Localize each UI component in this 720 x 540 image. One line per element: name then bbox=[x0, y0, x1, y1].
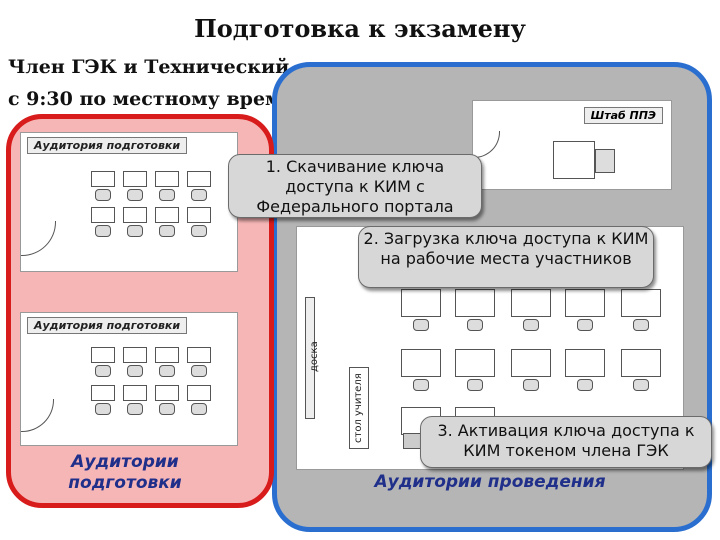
prep-room-2: Аудитория подготовки bbox=[20, 312, 238, 446]
door-icon bbox=[473, 131, 500, 158]
chair bbox=[467, 379, 483, 391]
desk bbox=[187, 207, 211, 223]
teacher-desk-label: стол учителя bbox=[353, 373, 364, 443]
hq-desk bbox=[553, 141, 595, 179]
chair bbox=[159, 365, 175, 377]
hq-room-label: Штаб ППЭ bbox=[583, 107, 663, 124]
chair bbox=[413, 319, 429, 331]
desk bbox=[187, 385, 211, 401]
chair bbox=[191, 365, 207, 377]
subtitle-line-2: с 9:30 по местному времени bbox=[8, 88, 322, 110]
chair bbox=[159, 225, 175, 237]
desk bbox=[187, 171, 211, 187]
chair bbox=[95, 189, 111, 201]
step-3-callout: 3. Активация ключа доступа к КИМ токеном… bbox=[420, 416, 712, 468]
chair bbox=[159, 189, 175, 201]
prep-panel-label: Аудитории подготовки bbox=[68, 452, 182, 493]
chair bbox=[127, 403, 143, 415]
chair bbox=[633, 319, 649, 331]
hq-room: Штаб ППЭ bbox=[472, 100, 672, 190]
page-title: Подготовка к экзамену bbox=[194, 14, 526, 43]
desk bbox=[155, 385, 179, 401]
chair bbox=[95, 365, 111, 377]
exam-desk bbox=[511, 289, 551, 317]
exam-desk bbox=[455, 349, 495, 377]
prep-room-label-1: Аудитория подготовки bbox=[27, 137, 188, 154]
chair bbox=[95, 225, 111, 237]
chair bbox=[577, 319, 593, 331]
desk bbox=[123, 171, 147, 187]
teacher-desk bbox=[349, 367, 369, 449]
desk bbox=[187, 347, 211, 363]
exam-desk bbox=[621, 349, 661, 377]
desk bbox=[123, 207, 147, 223]
chair bbox=[523, 319, 539, 331]
exam-desk bbox=[511, 349, 551, 377]
exam-desk bbox=[565, 289, 605, 317]
chair bbox=[413, 379, 429, 391]
chair bbox=[159, 403, 175, 415]
door-icon bbox=[21, 399, 54, 432]
chair bbox=[467, 319, 483, 331]
board-label: доска bbox=[309, 341, 320, 372]
exam-desk bbox=[455, 289, 495, 317]
desk bbox=[91, 207, 115, 223]
exam-desk bbox=[621, 289, 661, 317]
desk bbox=[91, 171, 115, 187]
exam-panel-label: Аудитории проведения bbox=[374, 472, 606, 492]
exam-desk bbox=[565, 349, 605, 377]
door-icon bbox=[21, 221, 56, 256]
desk bbox=[91, 347, 115, 363]
chair bbox=[95, 403, 111, 415]
chair bbox=[523, 379, 539, 391]
chair bbox=[127, 365, 143, 377]
chair bbox=[191, 403, 207, 415]
desk bbox=[123, 385, 147, 401]
exam-desk bbox=[401, 349, 441, 377]
chair bbox=[633, 379, 649, 391]
desk bbox=[91, 385, 115, 401]
board-shape bbox=[305, 297, 315, 419]
chair bbox=[127, 225, 143, 237]
step-1-callout: 1. Скачивание ключа доступа к КИМ с Феде… bbox=[228, 154, 482, 218]
desk bbox=[123, 347, 147, 363]
computer-icon bbox=[595, 149, 615, 173]
chair bbox=[191, 225, 207, 237]
chair bbox=[127, 189, 143, 201]
desk bbox=[155, 171, 179, 187]
exam-desk bbox=[401, 289, 441, 317]
prep-room-label-2: Аудитория подготовки bbox=[27, 317, 188, 334]
chair bbox=[191, 189, 207, 201]
desk bbox=[155, 347, 179, 363]
prep-room-1: Аудитория подготовки bbox=[20, 132, 238, 272]
step-2-callout: 2. Загрузка ключа доступа к КИМ на рабоч… bbox=[358, 226, 654, 288]
desk bbox=[155, 207, 179, 223]
chair bbox=[577, 379, 593, 391]
